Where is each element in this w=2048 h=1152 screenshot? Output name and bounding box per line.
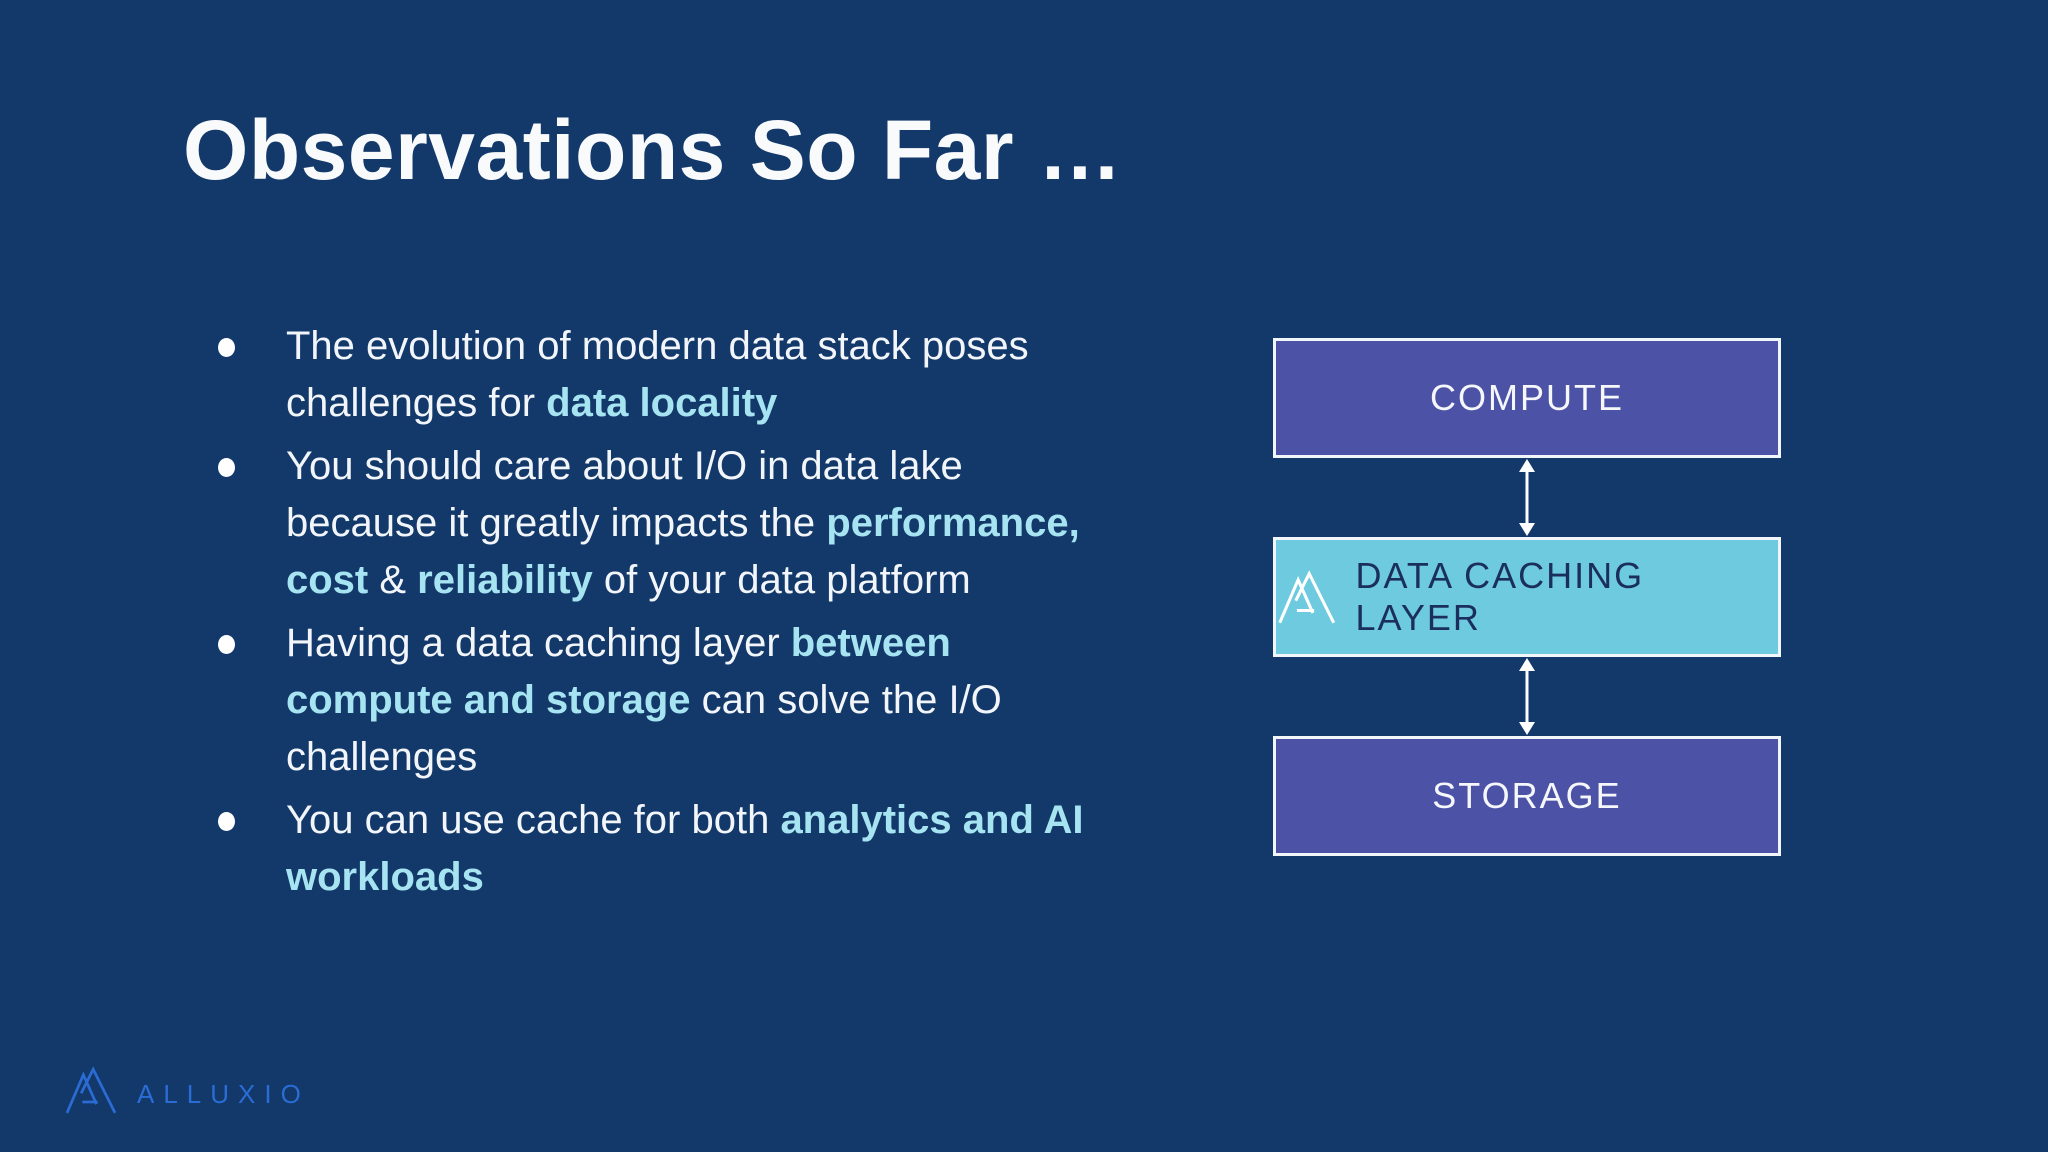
bullet-text-highlight: between compute and storage <box>286 621 951 722</box>
caching-box: DATA CACHING LAYER <box>1273 537 1781 657</box>
list-item: Having a data caching layer between comp… <box>218 615 1086 786</box>
alluxio-mark-icon <box>65 1066 117 1114</box>
bullet-dot <box>218 635 235 654</box>
alluxio-mark-icon <box>1278 570 1336 624</box>
bullet-list: The evolution of modern data stack poses… <box>218 318 1086 912</box>
bullet-text: Having a data caching layer <box>286 621 791 665</box>
storage-box-label: STORAGE <box>1432 775 1622 816</box>
bullet-text-highlight: analytics and AI workloads <box>286 798 1084 899</box>
compute-caching-connector <box>1273 458 1781 537</box>
list-item: You should care about I/O in data lake b… <box>218 438 1086 609</box>
architecture-diagram: COMPUTE DATA CACHING LAYER <box>1273 338 1781 856</box>
caching-box-label: DATA CACHING LAYER <box>1355 555 1645 638</box>
caching-storage-connector <box>1273 657 1781 736</box>
bullet-dot <box>218 458 235 477</box>
bullet-dot <box>218 338 235 357</box>
page-title: Observations So Far … <box>183 103 1123 197</box>
list-item: The evolution of modern data stack poses… <box>218 318 1086 432</box>
bullet-text: You should care about I/O in data lake b… <box>286 444 963 545</box>
compute-box: COMPUTE <box>1273 338 1781 458</box>
brand-wordmark: ALLUXIO <box>137 1078 310 1109</box>
compute-box-label: COMPUTE <box>1430 377 1624 418</box>
brand-logo: ALLUXIO <box>63 1066 310 1114</box>
bullet-text-highlight: performance, cost <box>286 501 1080 602</box>
bullet-text: You can use cache for both <box>286 798 781 842</box>
bullet-dot <box>218 812 235 831</box>
bullet-text: of your data platform <box>592 558 971 602</box>
bullet-text: can solve the I/O challenges <box>286 678 1002 779</box>
storage-box: STORAGE <box>1273 736 1781 856</box>
bullet-text-highlight: data locality <box>546 381 778 425</box>
double-arrow-icon <box>1519 459 1535 536</box>
bullet-text: & <box>368 558 418 602</box>
bullet-text-highlight: reliability <box>417 558 593 602</box>
list-item: You can use cache for both analytics and… <box>218 792 1086 906</box>
bullet-text: The evolution of modern data stack poses… <box>286 324 1029 425</box>
double-arrow-icon <box>1519 658 1535 735</box>
